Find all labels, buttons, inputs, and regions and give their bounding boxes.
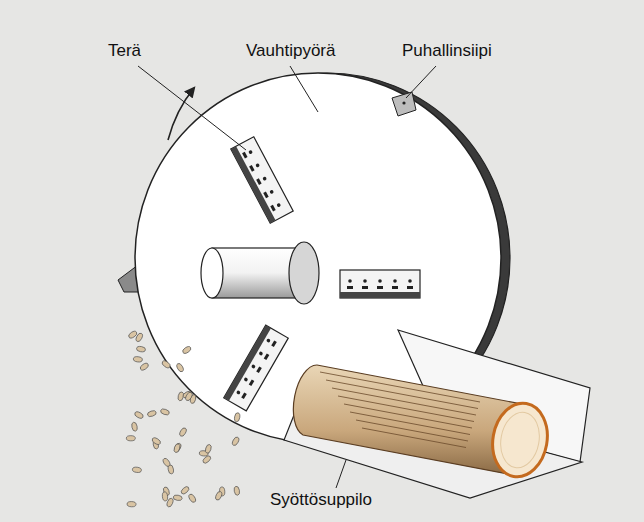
blade [224, 325, 289, 411]
part-label: Vauhtipyörä [244, 42, 337, 61]
blade [340, 270, 420, 298]
wood-chips [126, 330, 240, 508]
feed-chute [284, 330, 590, 498]
leader-lines [138, 66, 436, 488]
rivet [402, 101, 405, 104]
part-label: Puhallinsiipi [400, 42, 494, 61]
shaft [201, 242, 319, 304]
fan-vane [392, 92, 416, 116]
blade [231, 137, 293, 223]
rotation-arrow [168, 88, 194, 140]
part-label: Syöttösuppilo [268, 491, 374, 510]
part-label: Terä [106, 42, 143, 61]
log [293, 365, 553, 481]
